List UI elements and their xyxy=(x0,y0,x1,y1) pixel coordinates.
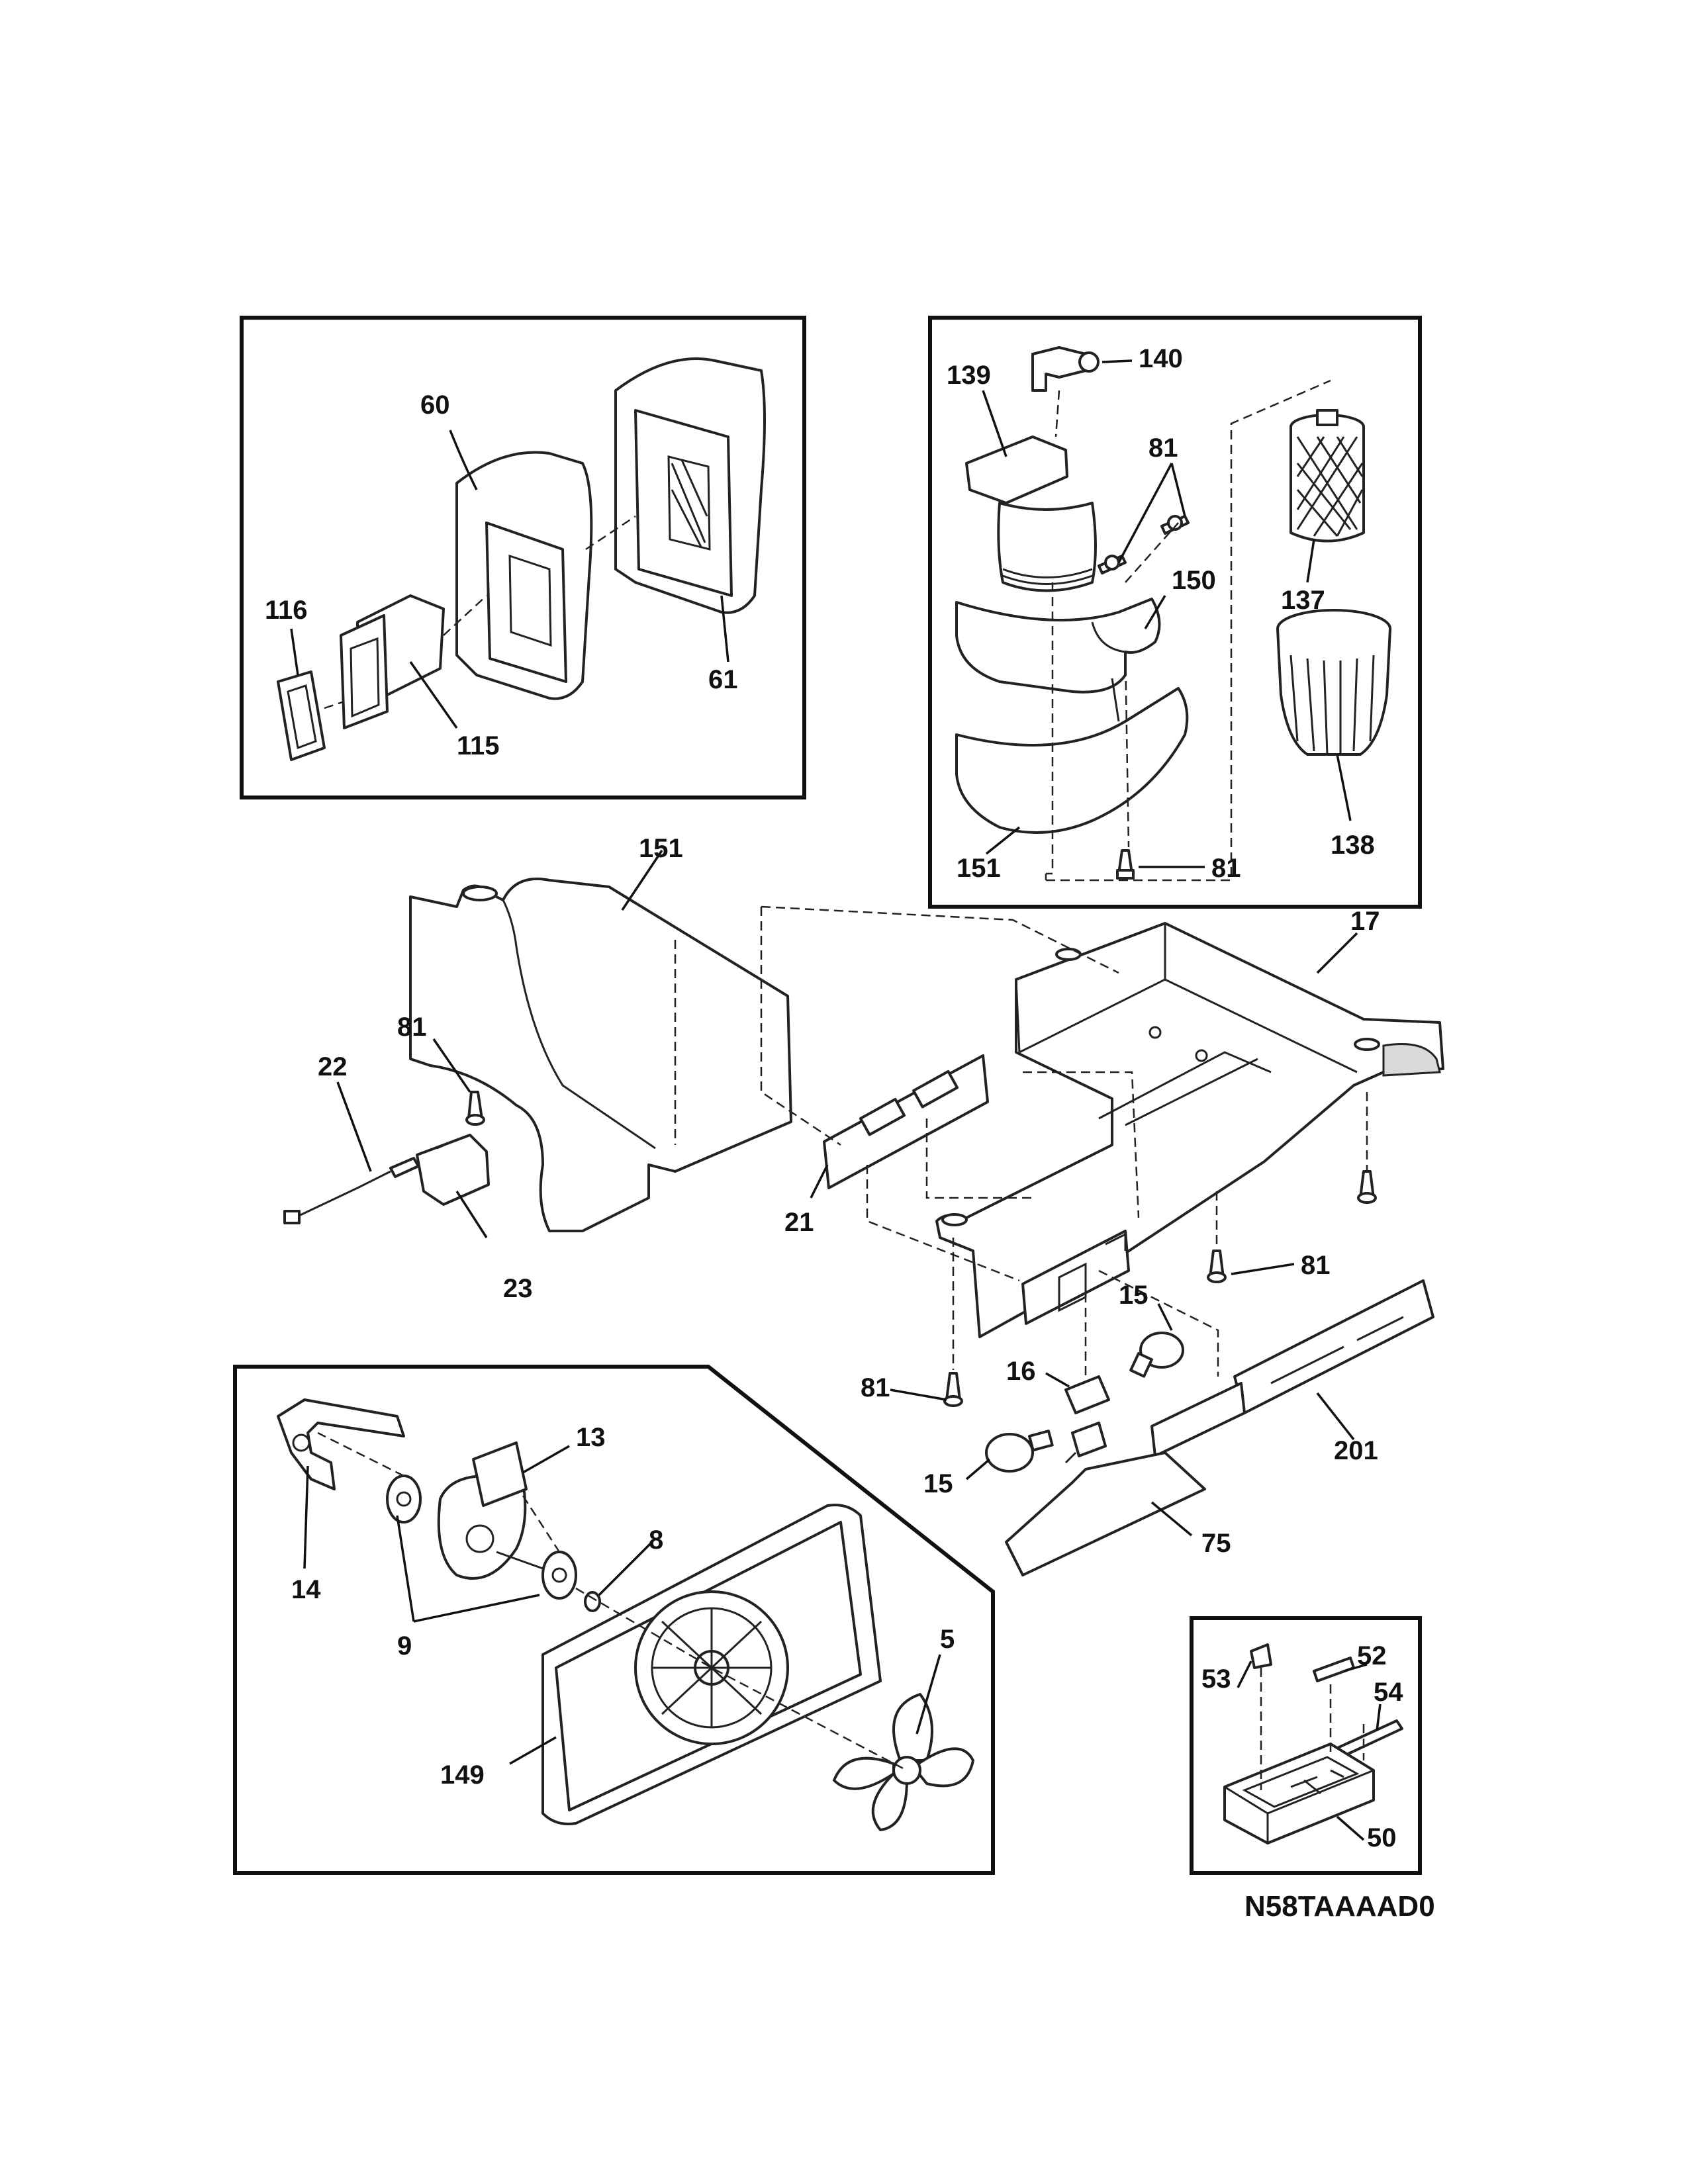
label-151-b: 151 xyxy=(639,834,683,863)
label-52: 52 xyxy=(1357,1641,1387,1670)
label-75: 75 xyxy=(1201,1529,1231,1558)
control-box xyxy=(1190,1616,1422,1875)
part-149-fan-shroud[interactable] xyxy=(541,1504,882,1825)
part-9-wheels[interactable] xyxy=(386,1475,577,1600)
label-53: 53 xyxy=(1201,1664,1231,1694)
part-60-housing[interactable] xyxy=(455,451,593,700)
part-116-gasket[interactable] xyxy=(277,670,326,761)
part-150-cover[interactable] xyxy=(955,598,1161,694)
part-17-housing[interactable] xyxy=(935,922,1444,1338)
label-61: 61 xyxy=(708,665,738,694)
part-137-filter-cartridge[interactable] xyxy=(1289,409,1365,543)
ice-chute-box xyxy=(240,316,806,799)
dispenser-assembly xyxy=(283,850,1444,1576)
label-21: 21 xyxy=(784,1208,814,1237)
label-137: 137 xyxy=(1281,586,1325,615)
label-151-a: 151 xyxy=(957,854,1001,883)
part-115-solenoid[interactable] xyxy=(340,594,445,729)
label-60: 60 xyxy=(420,390,450,420)
label-138: 138 xyxy=(1331,831,1375,860)
label-9: 9 xyxy=(397,1631,412,1661)
label-22: 22 xyxy=(318,1052,348,1081)
part-81-screws-right[interactable] xyxy=(943,1170,1377,1407)
label-13: 13 xyxy=(576,1423,606,1452)
part-140-elbow[interactable] xyxy=(1031,346,1100,392)
label-15-b: 15 xyxy=(923,1469,953,1498)
part-139-filter-head[interactable] xyxy=(965,435,1097,592)
label-150: 150 xyxy=(1172,566,1216,595)
label-50: 50 xyxy=(1367,1823,1397,1852)
label-14: 14 xyxy=(291,1575,321,1604)
part-81-screw-bottom[interactable] xyxy=(1116,849,1135,880)
label-15-a: 15 xyxy=(1119,1281,1149,1310)
label-116: 116 xyxy=(265,596,308,625)
part-15-bulb-lower[interactable] xyxy=(985,1430,1054,1473)
label-81-c: 81 xyxy=(397,1013,427,1042)
part-21-display-board[interactable] xyxy=(823,1054,989,1189)
part-81-screws-top[interactable] xyxy=(1098,515,1190,574)
part-15-bulb-upper[interactable] xyxy=(1129,1332,1184,1378)
part-151-cover-lower[interactable] xyxy=(955,678,1189,834)
fan-box xyxy=(233,1365,995,1875)
label-17: 17 xyxy=(1350,907,1380,936)
label-8: 8 xyxy=(649,1525,663,1555)
part-labels: 60 116 115 61 140 139 81 150 137 151 81 … xyxy=(265,344,1403,1852)
label-54: 54 xyxy=(1374,1678,1403,1707)
part-13-blower-motor[interactable] xyxy=(437,1441,528,1580)
label-139: 139 xyxy=(947,361,991,390)
part-201-overlay[interactable] xyxy=(1150,1279,1434,1457)
label-16: 16 xyxy=(1006,1357,1036,1386)
label-81-d: 81 xyxy=(1301,1251,1331,1280)
part-81-screw-left[interactable] xyxy=(465,1091,485,1126)
label-81-e: 81 xyxy=(861,1373,890,1402)
label-115: 115 xyxy=(457,731,500,760)
water-filter-box xyxy=(928,316,1422,909)
part-16-socket[interactable] xyxy=(1064,1375,1110,1457)
label-201: 201 xyxy=(1334,1436,1378,1465)
part-14-bracket[interactable] xyxy=(277,1398,405,1490)
part-53-clip[interactable] xyxy=(1250,1643,1272,1669)
diagram-code: N58TAAAAD0 xyxy=(1244,1890,1435,1923)
part-22-wire[interactable] xyxy=(283,1157,420,1224)
label-23: 23 xyxy=(503,1274,533,1303)
part-151-chute[interactable] xyxy=(409,878,792,1232)
label-81-b: 81 xyxy=(1211,854,1241,883)
part-61-housing[interactable] xyxy=(614,357,766,614)
part-138-filter-bowl[interactable] xyxy=(1276,609,1391,756)
part-23-cover[interactable] xyxy=(416,1134,490,1206)
part-5-fan-blade[interactable] xyxy=(833,1693,974,1831)
label-149: 149 xyxy=(440,1760,485,1790)
label-81-a: 81 xyxy=(1149,433,1178,463)
label-140: 140 xyxy=(1139,344,1183,373)
part-75-shield[interactable] xyxy=(1005,1451,1206,1576)
part-8-washer[interactable] xyxy=(584,1591,601,1612)
label-5: 5 xyxy=(940,1625,955,1654)
